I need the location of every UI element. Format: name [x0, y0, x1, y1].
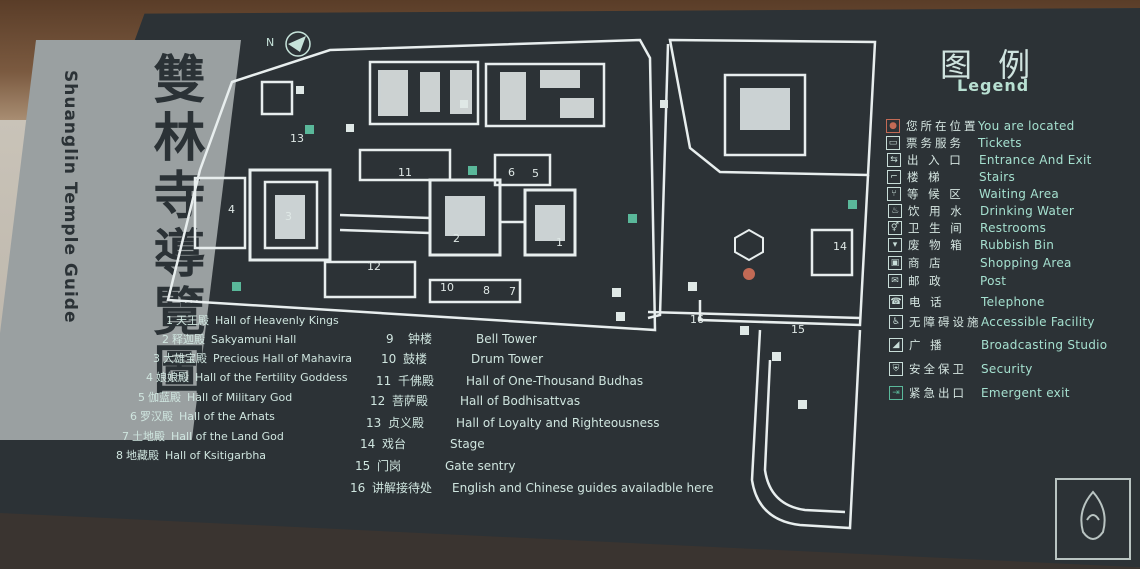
map-label-14: 14	[833, 240, 847, 253]
compass-label: N	[266, 36, 275, 49]
you-are-here-icon	[734, 228, 764, 280]
map-label-3: 3	[285, 210, 292, 223]
location-marker-icon: ●	[886, 119, 900, 133]
compass-icon	[285, 31, 311, 57]
security-icon: ⛨	[889, 362, 903, 376]
map-label-5: 5	[532, 167, 539, 180]
temple-logo	[1055, 478, 1131, 560]
accessible-icon: ♿	[889, 315, 903, 329]
post-icon: ✉	[888, 274, 902, 288]
legend-title-chinese: 图 例	[940, 46, 1039, 84]
broadcast-icon: ◢	[889, 338, 903, 352]
map-label-12: 12	[367, 260, 381, 273]
waiting-area-icon: ⑂	[887, 187, 901, 201]
map-label-8: 8	[483, 284, 490, 297]
restroom-icon: ⚥	[888, 221, 902, 235]
ticket-icon: ▭	[886, 136, 900, 150]
map-label-7: 7	[509, 285, 516, 298]
title-english: Shuanglin Temple Guide	[60, 70, 80, 324]
rubbish-bin-icon: ▾	[888, 238, 902, 252]
map-label-2: 2	[453, 232, 460, 245]
stairs-icon: ⌐	[887, 170, 901, 184]
map-label-15: 15	[791, 323, 805, 336]
map-label-11: 11	[398, 166, 412, 179]
map-label-4: 4	[228, 203, 235, 216]
legend-title-english: Legend	[957, 76, 1030, 95]
map-label-6: 6	[508, 166, 515, 179]
shop-icon: ▣	[888, 256, 902, 270]
emergency-exit-icon: ⇥	[889, 386, 903, 400]
map-label-13: 13	[290, 132, 304, 145]
map-label-16: 16	[690, 313, 704, 326]
telephone-icon: ☎	[889, 295, 903, 309]
entrance-exit-icon: ⇆	[887, 153, 901, 167]
map-label-1: 1	[556, 236, 563, 249]
map-label-10: 10	[440, 281, 454, 294]
drinking-water-icon: ♨	[888, 204, 902, 218]
